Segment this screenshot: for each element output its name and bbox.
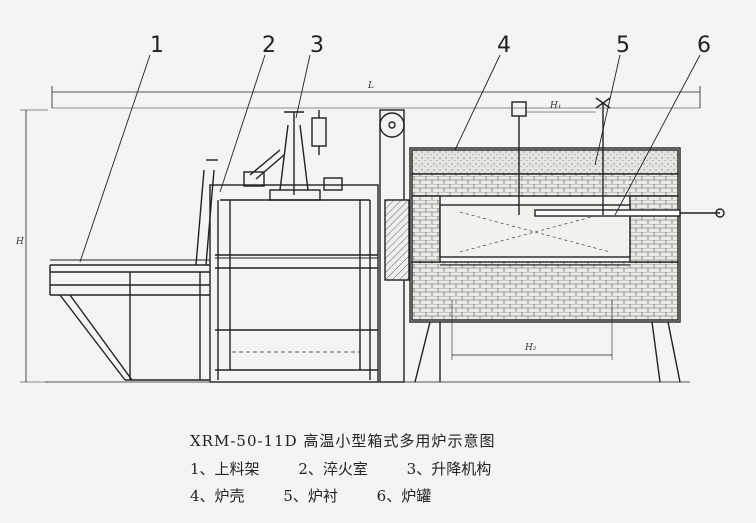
- legend-item-furnace-lining: 5、炉衬: [283, 487, 338, 505]
- callout-3: 3: [310, 33, 324, 58]
- label-lower-span: H₂: [524, 343, 537, 353]
- furnace-lining: [411, 149, 679, 321]
- furnace-shell: [409, 147, 681, 383]
- legend-row: 1、上料架 2、淬火室 3、升降机构: [190, 458, 756, 479]
- quench-chamber: [195, 159, 379, 383]
- legend-row: 4、炉壳 5、炉衬 6、炉罐: [190, 485, 756, 506]
- lift-mechanism: [243, 110, 343, 201]
- legend-item-furnace-shell: 4、炉壳: [190, 487, 245, 505]
- label-height: H: [15, 237, 24, 247]
- furnace-door: [379, 109, 410, 383]
- furnace-retort: [439, 204, 725, 258]
- diagram-title: XRM-50-11D 高温小型箱式多用炉示意图: [190, 432, 496, 450]
- callout-4: 4: [497, 33, 511, 58]
- loading-rack: [49, 264, 210, 381]
- legend-item-furnace-retort: 6、炉罐: [376, 487, 432, 505]
- roller-line-top: [50, 257, 630, 266]
- callout-1: 1: [150, 33, 164, 58]
- furnace-schematic: 1 2 3 4 5 6 L H H₁ H₂: [15, 33, 725, 383]
- leader-lines: [79, 54, 701, 263]
- label-upper-span: H₁: [549, 101, 561, 111]
- legend-item-loading-rack: 1、上料架: [190, 460, 260, 478]
- top-fittings: [511, 97, 611, 215]
- callout-2: 2: [262, 33, 276, 58]
- label-overall-length: L: [367, 81, 374, 91]
- legend-item-lift-mechanism: 3、升降机构: [406, 460, 492, 478]
- legend-item-quench-chamber: 2、淬火室: [298, 460, 368, 478]
- callout-5: 5: [616, 33, 630, 58]
- callout-6: 6: [697, 33, 711, 58]
